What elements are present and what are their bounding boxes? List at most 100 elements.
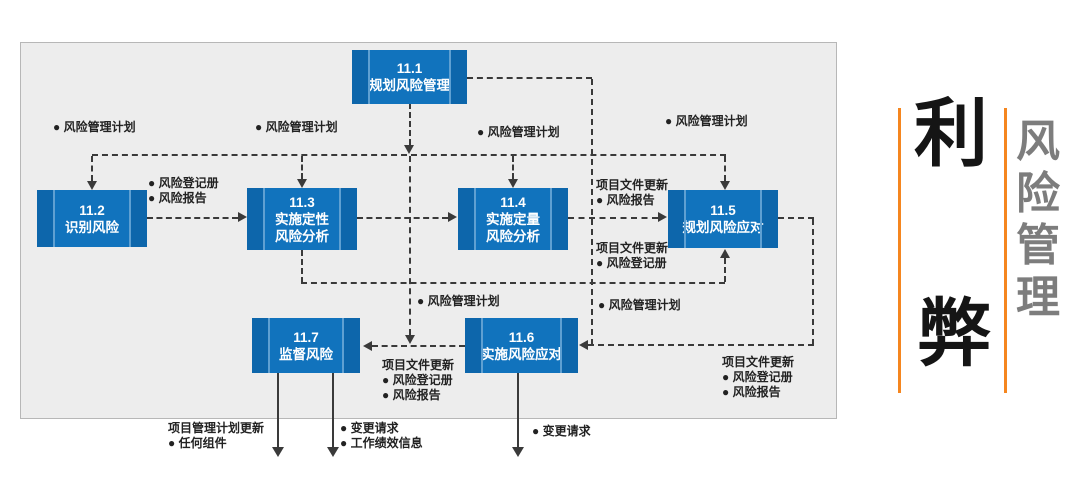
- flow-label-implement-out: ● 变更请求: [532, 424, 591, 439]
- flow-label-line: ● 风险登记册: [382, 373, 453, 387]
- process-number: 11.4: [500, 194, 526, 210]
- flow-label-identify-outputs: ● 风险登记册 ● 风险报告: [148, 176, 219, 206]
- arrowhead-down-icon: [720, 181, 730, 190]
- arrowhead-down-icon: [508, 179, 518, 188]
- flow-label-line: ● 风险管理计划: [477, 125, 560, 139]
- arrowhead-left-icon: [579, 340, 588, 350]
- flow-label-rmp-qualitative: ● 风险管理计划: [255, 120, 338, 135]
- flow-label-line: ● 风险报告: [596, 193, 655, 207]
- process-box-11-5: 11.5 规划风险应对: [668, 190, 778, 248]
- flow-label-line: 项目文件更新: [596, 241, 669, 255]
- flow-label-respond-implement: 项目文件更新 ● 风险登记册 ● 风险报告: [722, 355, 794, 400]
- process-box-11-2: 11.2 识别风险: [37, 190, 147, 247]
- process-name: 规划风险管理: [369, 78, 450, 93]
- arrowhead-down-icon: [327, 447, 339, 457]
- connector-line: [512, 156, 514, 179]
- process-box-11-3: 11.3 实施定性 风险分析: [247, 188, 357, 250]
- side-char-top: 利: [914, 92, 988, 175]
- connector-line: [92, 154, 726, 156]
- connector-line: [147, 217, 238, 219]
- connector-line: [467, 77, 592, 79]
- side-vertical-title: 风险管理: [1016, 117, 1060, 322]
- flow-label-line: 项目文件更新: [596, 178, 669, 192]
- connector-line: [357, 217, 448, 219]
- process-name: 实施定量 风险分析: [486, 211, 540, 244]
- arrowhead-right-icon: [658, 212, 667, 222]
- arrowhead-left-icon: [363, 341, 372, 351]
- process-name: 监督风险: [279, 346, 333, 362]
- output-arrow-line: [332, 372, 334, 447]
- flow-label-line: ● 风险报告: [382, 388, 441, 402]
- connector-line: [372, 345, 465, 347]
- process-number: 11.1: [396, 61, 423, 76]
- flow-label-rmp-implement: ● 风险管理计划: [598, 298, 681, 313]
- connector-line: [568, 217, 658, 219]
- flow-label-line: ● 风险管理计划: [53, 120, 136, 134]
- flow-label-line: ● 风险管理计划: [255, 120, 338, 134]
- flow-label-line: 项目管理计划更新: [168, 421, 265, 435]
- flow-label-rmp-respond: ● 风险管理计划: [665, 114, 748, 129]
- flow-label-line: ● 风险登记册: [596, 256, 667, 270]
- arrowhead-down-icon: [272, 447, 284, 457]
- connector-line: [301, 282, 725, 284]
- process-name: 实施风险应对: [481, 346, 562, 362]
- flow-label-line: ● 风险登记册: [148, 176, 219, 190]
- process-number: 11.7: [293, 329, 319, 345]
- flow-label-line: 项目文件更新: [722, 355, 795, 369]
- flow-label-line: ● 风险报告: [722, 385, 781, 399]
- flow-label-line: ● 变更请求: [532, 424, 591, 438]
- flow-label-rmp-monitor: ● 风险管理计划: [417, 294, 500, 309]
- connector-line: [724, 258, 726, 282]
- arrowhead-down-icon: [512, 447, 524, 457]
- output-arrow-line: [517, 372, 519, 447]
- process-name: 识别风险: [65, 219, 119, 235]
- flow-label-line: ● 风险管理计划: [598, 298, 681, 312]
- flow-label-line: ● 风险管理计划: [665, 114, 748, 128]
- flow-label-qual-respond: 项目文件更新 ● 风险登记册: [596, 241, 668, 271]
- arrowhead-right-icon: [238, 212, 247, 222]
- arrowhead-down-icon: [405, 335, 415, 344]
- flow-label-line: 项目文件更新: [382, 358, 455, 372]
- process-name: 规划风险应对: [682, 220, 764, 235]
- connector-line: [812, 219, 814, 345]
- flow-label-rmp-identify: ● 风险管理计划: [53, 120, 136, 135]
- connector-line: [724, 156, 726, 181]
- process-number: 11.6: [508, 329, 535, 345]
- process-box-11-6: 11.6 实施风险应对: [465, 318, 578, 373]
- connector-line: [409, 103, 411, 145]
- flow-label-rmp-quantitative: ● 风险管理计划: [477, 125, 560, 140]
- orange-divider-right: [1004, 108, 1007, 393]
- flow-label-line: ● 任何组件: [168, 436, 227, 450]
- flow-label-line: ● 工作绩效信息: [340, 436, 423, 450]
- output-arrow-line: [277, 372, 279, 447]
- flow-label-line: ● 风险管理计划: [417, 294, 500, 308]
- process-number: 11.2: [79, 202, 105, 218]
- flow-label-monitor-out-right: ● 变更请求 ● 工作绩效信息: [340, 421, 423, 451]
- process-number: 11.3: [289, 194, 315, 210]
- arrowhead-down-icon: [404, 145, 414, 154]
- connector-line: [591, 79, 593, 345]
- flow-label-monitor-out-left: 项目管理计划更新 ● 任何组件: [168, 421, 264, 451]
- arrowhead-up-icon: [720, 249, 730, 258]
- connector-line: [588, 344, 814, 346]
- connector-line: [301, 156, 303, 179]
- arrowhead-down-icon: [87, 181, 97, 190]
- flow-label-line: ● 风险报告: [148, 191, 207, 205]
- connector-line: [91, 156, 93, 181]
- process-number: 11.5: [710, 203, 736, 218]
- process-box-11-4: 11.4 实施定量 风险分析: [458, 188, 568, 250]
- process-name: 实施定性 风险分析: [275, 211, 329, 244]
- connector-line: [301, 250, 303, 283]
- flow-label-line: ● 风险登记册: [722, 370, 793, 384]
- flow-label-line: ● 变更请求: [340, 421, 399, 435]
- process-box-11-1: 11.1 规划风险管理: [352, 50, 467, 104]
- orange-divider-left: [898, 108, 901, 393]
- side-char-bottom: 弊: [917, 292, 991, 375]
- flow-label-quant-respond: 项目文件更新 ● 风险报告: [596, 178, 668, 208]
- arrowhead-right-icon: [448, 212, 457, 222]
- flow-label-implement-monitor: 项目文件更新 ● 风险登记册 ● 风险报告: [382, 358, 454, 403]
- connector-line: [778, 217, 814, 219]
- connector-line: [409, 156, 411, 335]
- process-box-11-7: 11.7 监督风险: [252, 318, 360, 373]
